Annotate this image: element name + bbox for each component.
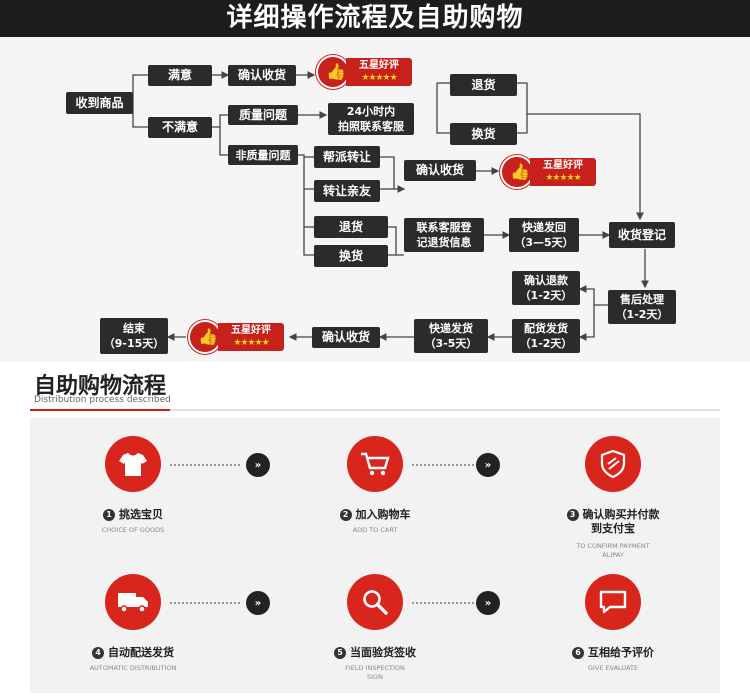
confirm-receipt-box-3: 确认收货 <box>312 327 380 348</box>
badge-text: 五星好评 <box>543 160 583 171</box>
step-english: ADD TO CART <box>352 526 398 534</box>
shield-icon <box>585 436 641 492</box>
next-chevron-icon: » <box>476 591 500 615</box>
end-box: 结束 （9-15天） <box>100 318 168 354</box>
next-chevron-icon: » <box>246 591 270 615</box>
step-number: 6 <box>572 647 584 659</box>
cart-icon <box>347 436 403 492</box>
ship-goods-box: 配货发货 （1-2天） <box>512 319 580 353</box>
dotted-connector <box>170 602 240 604</box>
chat-icon <box>585 574 641 630</box>
step-name: 互相给予评价 <box>588 646 654 659</box>
contact-register-box: 联系客服登 记退货信息 <box>404 218 484 252</box>
return-box-mid: 退货 <box>314 216 388 238</box>
step-number: 5 <box>334 647 346 659</box>
after-sales-box: 售后处理 （1-2天） <box>608 290 676 324</box>
step-name: 加入购物车 <box>355 508 411 521</box>
thumbs-up-icon: 👍 <box>326 62 346 81</box>
self-service-subtitle: Distribution process described <box>34 395 171 405</box>
section-divider <box>30 409 720 411</box>
transfer-friend-box: 转让亲友 <box>314 180 380 202</box>
step-name: 挑选宝贝 <box>119 508 163 521</box>
next-chevron-icon: » <box>476 453 500 477</box>
step-number: 2 <box>339 509 352 521</box>
step-english: FIELD INSPECTION SIGN <box>345 664 405 681</box>
five-star-badge-1: 👍 五星好评 ★★★★★ <box>316 55 414 89</box>
five-star-badge-3: 👍 五星好评 ★★★★★ <box>188 320 286 354</box>
thumbs-up-icon: 👍 <box>198 327 218 346</box>
receive-goods-box: 收到商品 <box>66 92 133 114</box>
register-receipt-box: 收货登记 <box>609 222 675 248</box>
step-name: 自动配送发货 <box>108 646 174 659</box>
express-back-box: 快递发回 （3—5天） <box>509 218 579 252</box>
step-name: 确认购买并付款 到支付宝 <box>582 508 660 535</box>
confirm-receipt-box-1: 确认收货 <box>228 65 296 86</box>
satisfied-box: 满意 <box>148 65 212 86</box>
exchange-box-mid: 换货 <box>314 245 388 267</box>
exchange-box-top: 换货 <box>450 123 517 145</box>
step-number: 4 <box>92 647 104 659</box>
quality-issue-box: 质量问题 <box>228 105 298 125</box>
non-quality-issue-box: 非质量问题 <box>228 145 298 165</box>
help-transfer-box: 帮派转让 <box>314 146 380 168</box>
step-english: AUTOMATIC DISTRIBUTION <box>89 664 177 672</box>
badge-text: 五星好评 <box>359 60 399 71</box>
page-title: 详细操作流程及自助购物 <box>0 0 750 37</box>
return-box-top: 退货 <box>450 74 517 96</box>
badge-text: 五星好评 <box>231 325 271 336</box>
step-english: TO CONFIRM PAYMENT ALIPAY <box>576 542 650 559</box>
badge-stars: ★★★★★ <box>233 338 269 348</box>
thumbs-up-icon: 👍 <box>510 162 530 181</box>
contact-24h-box: 24小时内 拍照联系客服 <box>328 103 414 135</box>
tshirt-icon <box>105 436 161 492</box>
confirm-receipt-box-2: 确认收货 <box>404 160 476 181</box>
truck-icon <box>105 574 161 630</box>
step-number: 1 <box>103 509 115 521</box>
five-star-badge-2: 👍 五星好评 ★★★★★ <box>500 155 598 189</box>
dotted-connector <box>412 602 482 604</box>
express-send-box: 快递发货 （3-5天） <box>414 319 488 353</box>
dotted-connector <box>170 464 240 466</box>
step-name: 当面验货签收 <box>350 646 416 659</box>
unsatisfied-box: 不满意 <box>148 117 212 138</box>
self-service-title: 自助购物流程 <box>34 374 167 399</box>
confirm-refund-box: 确认退款 （1-2天） <box>512 271 580 305</box>
badge-stars: ★★★★★ <box>361 73 397 83</box>
next-chevron-icon: » <box>246 453 270 477</box>
dotted-connector <box>412 464 482 466</box>
step-number: 3 <box>566 509 579 521</box>
step-english: GIVE EVALUATE <box>587 664 639 672</box>
badge-stars: ★★★★★ <box>545 173 581 183</box>
flow-connectors <box>132 71 649 341</box>
magnifier-icon <box>347 574 403 630</box>
step-english: CHOICE OF GOODS <box>101 526 165 534</box>
